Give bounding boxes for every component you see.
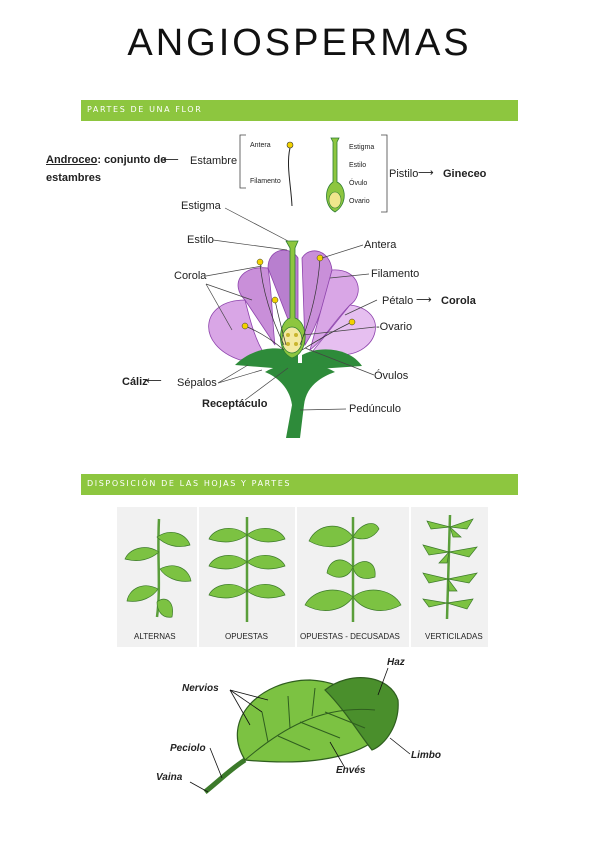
label-alternas: ALTERNAS xyxy=(134,632,176,641)
section-header-label: PARTES DE UNA FLOR xyxy=(87,105,203,114)
page-title: ANGIOSPERMAS xyxy=(127,22,472,64)
label-limbo: Limbo xyxy=(411,750,441,761)
label-caliz: Cáliz xyxy=(122,376,148,388)
arrow-left-icon: ⟵ xyxy=(163,153,179,166)
androceo-definition-cont: estambres xyxy=(46,172,102,184)
label-peciolo: Peciolo xyxy=(170,743,206,754)
label-petalo: Pétalo xyxy=(382,295,414,307)
arrow-right-icon: ⟶ xyxy=(416,293,432,306)
androceo-definition: Androceo: conjunto de xyxy=(46,154,167,166)
label-estilo: Estilo xyxy=(187,234,214,246)
label-filamento: Filamento xyxy=(371,268,420,280)
label-opuestas-decusadas: OPUESTAS - DECUSADAS xyxy=(300,632,400,641)
label-verticiladas: VERTICILADAS xyxy=(425,632,483,641)
leaf-arrangement-panel xyxy=(117,507,488,647)
flower-diagram xyxy=(205,207,378,438)
leaf-parts-diagram xyxy=(189,667,411,794)
label-enves: Envés xyxy=(336,765,366,776)
arrow-left-icon: ⟵ xyxy=(146,374,162,387)
label-receptaculo: Receptáculo xyxy=(202,398,268,410)
label-haz: Haz xyxy=(387,657,405,668)
arrow-right-icon: ⟶ xyxy=(418,166,434,179)
label-pedunculo: Pedúnculo xyxy=(349,403,401,415)
label-estilo-small: Estilo xyxy=(349,162,367,169)
label-corola-left: Corola xyxy=(174,270,207,282)
label-estigma-small: Estigma xyxy=(349,144,375,151)
label-opuestas: OPUESTAS xyxy=(225,632,268,641)
label-sepalos: Sépalos xyxy=(177,377,217,389)
stamen-pistil-diagram xyxy=(239,134,388,213)
label-gineceo: Gineceo xyxy=(443,168,487,180)
label-ovulos: Óvulos xyxy=(374,370,409,382)
label-antera-small: Antera xyxy=(250,142,271,149)
label-corola-right: Corola xyxy=(441,295,476,307)
label-ovario-small: Ovario xyxy=(349,198,370,205)
label-pistilo: Pistilo xyxy=(389,168,419,180)
label-vaina: Vaina xyxy=(156,772,183,783)
label-filamento-small: Filamento xyxy=(250,178,281,185)
label-estambre: Estambre xyxy=(190,155,238,167)
section-header-flower-parts: PARTES DE UNA FLOR xyxy=(81,100,518,121)
label-ovario: -Ovario xyxy=(376,321,413,333)
label-estigma: Estigma xyxy=(181,200,221,212)
label-antera: Antera xyxy=(364,239,397,251)
section-header-leaf-arrangement: DISPOSICIÓN DE LAS HOJAS Y PARTES xyxy=(81,474,518,495)
label-ovulo-small: Óvulo xyxy=(349,180,368,187)
label-nervios: Nervios xyxy=(182,683,219,694)
section-header-label: DISPOSICIÓN DE LAS HOJAS Y PARTES xyxy=(87,479,292,488)
